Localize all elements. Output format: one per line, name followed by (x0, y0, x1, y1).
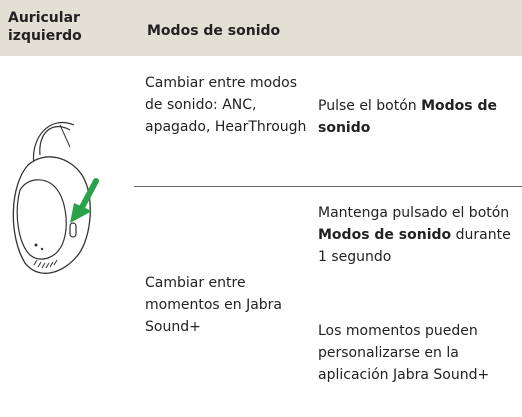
table-header: Auricular izquierdo Modos de sonido (0, 0, 522, 56)
row2-note: Los momentos pueden personalizarse en la… (318, 323, 490, 383)
header-sound-modes: Modos de sonido (147, 23, 281, 39)
row2-instruction: Mantenga pulsado el botón Modos de sonid… (318, 205, 511, 265)
headphone-left-earcup-icon (12, 122, 99, 274)
green-arrow-icon (70, 178, 99, 223)
row2-action: Cambiar entre momentos en Jabra Sound+ (145, 275, 282, 335)
row2-instruction-bold: Modos de sonido (318, 227, 452, 243)
row1-instruction-bold: Modos de sonido (318, 98, 498, 136)
row1-instruction: Pulse el botón Modos de sonido (318, 98, 498, 136)
row-divider (134, 186, 522, 187)
header-left-earbud: Auricular izquierdo (8, 10, 82, 44)
row1-action: Cambiar entre modos de sonido: ANC, apag… (145, 75, 307, 135)
